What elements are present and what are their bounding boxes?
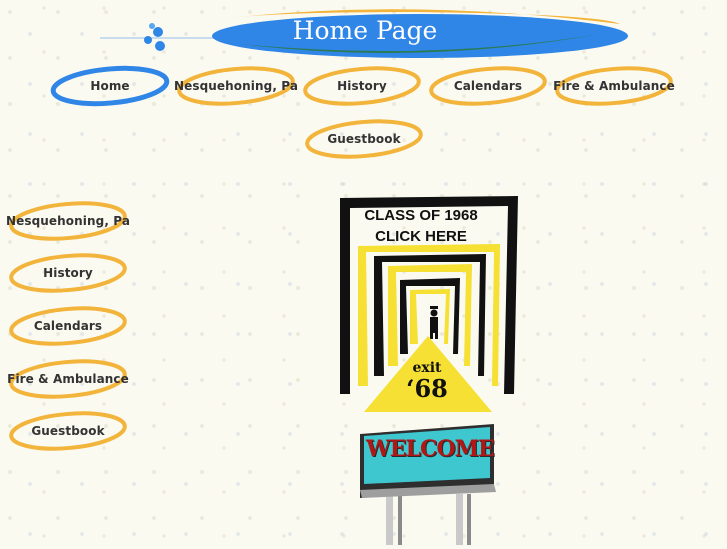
swoosh-ring-icon bbox=[9, 201, 127, 241]
side-nav-fire-ambulance-button[interactable]: Fire & Ambulance bbox=[6, 357, 130, 401]
side-nav-history-button[interactable]: History bbox=[6, 251, 130, 295]
exit-word: exit bbox=[412, 360, 442, 376]
page-title: Home Page bbox=[292, 16, 438, 45]
nav-history-label: History bbox=[337, 79, 387, 93]
welcome-billboard: WELCOME bbox=[356, 420, 502, 545]
side-nav-calendars-button[interactable]: Calendars bbox=[6, 304, 130, 348]
class-line1: CLASS OF 1968 bbox=[364, 207, 478, 224]
swoosh-ring-icon bbox=[9, 411, 127, 451]
side-nav-calendars-label: Calendars bbox=[33, 319, 103, 333]
side-nav-history-label: History bbox=[43, 266, 93, 280]
side-nav-guestbook-button[interactable]: Guestbook bbox=[6, 409, 130, 453]
nav-fire-ambulance-label: Fire & Ambulance bbox=[553, 79, 675, 93]
swoosh-ring-icon bbox=[9, 306, 127, 346]
swoosh-ring-icon bbox=[50, 65, 170, 107]
side-nav-nesquehoning-button[interactable]: Nesquehoning, Pa bbox=[6, 199, 130, 243]
exit-year: ‘68 bbox=[406, 374, 448, 403]
nav-home-button[interactable]: Home bbox=[48, 64, 172, 108]
nav-guestbook-label: Guestbook bbox=[327, 132, 401, 146]
side-nav-nesquehoning-label: Nesquehoning, Pa bbox=[5, 214, 131, 228]
nav-nesquehoning-button[interactable]: Nesquehoning, Pa bbox=[174, 64, 298, 108]
nav-home-label: Home bbox=[90, 79, 130, 93]
nav-nesquehoning-label: Nesquehoning, Pa bbox=[173, 79, 299, 93]
swoosh-ring-icon bbox=[305, 119, 423, 159]
swoosh-ring-icon bbox=[177, 66, 295, 106]
billboard-sign-icon bbox=[360, 424, 496, 545]
nav-history-button[interactable]: History bbox=[300, 64, 424, 108]
nav-guestbook-button[interactable]: Guestbook bbox=[302, 117, 426, 161]
header-banner: Home Page bbox=[100, 4, 630, 64]
billboard-text: WELCOME bbox=[366, 436, 495, 462]
swoosh-ring-icon bbox=[555, 66, 673, 106]
side-nav-guestbook-label: Guestbook bbox=[31, 424, 105, 438]
nav-fire-ambulance-button[interactable]: Fire & Ambulance bbox=[552, 64, 676, 108]
swoosh-ring-icon bbox=[9, 253, 127, 293]
class-line2: CLICK HERE bbox=[375, 228, 467, 245]
swoosh-ring-icon bbox=[429, 66, 547, 106]
side-nav-fire-ambulance-label: Fire & Ambulance bbox=[7, 372, 129, 386]
class-of-1968-link[interactable]: CLASS OF 1968 CLICK HERE exit ‘68 bbox=[336, 194, 522, 414]
nav-calendars-button[interactable]: Calendars bbox=[426, 64, 550, 108]
swoosh-ring-icon bbox=[303, 66, 421, 106]
banner-graphic bbox=[100, 9, 628, 58]
hallway-doorway-icon bbox=[340, 196, 518, 412]
swoosh-ring-icon bbox=[9, 359, 127, 399]
nav-calendars-label: Calendars bbox=[453, 79, 523, 93]
